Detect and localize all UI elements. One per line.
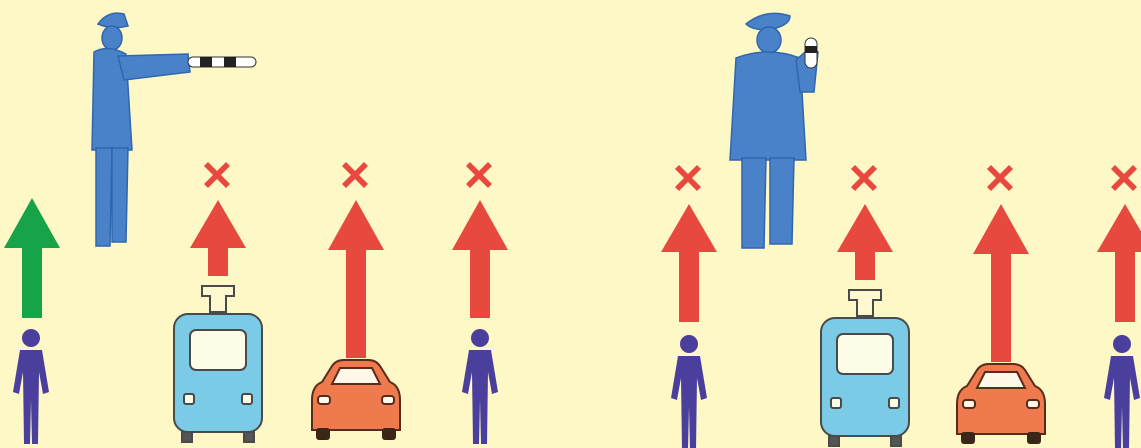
striped-baton bbox=[805, 38, 817, 68]
striped-baton bbox=[188, 57, 256, 67]
